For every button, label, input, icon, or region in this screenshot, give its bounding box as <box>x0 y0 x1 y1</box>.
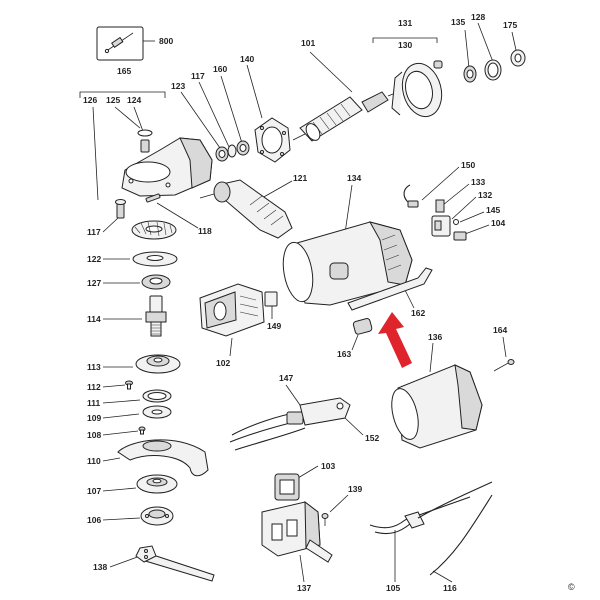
label-122: 122 <box>87 254 101 264</box>
part-101-armature <box>292 51 399 142</box>
part-111-ring <box>142 389 172 403</box>
label-165: 165 <box>117 66 131 76</box>
part-145-screw <box>453 219 459 225</box>
label-105: 105 <box>386 583 400 593</box>
label-163: 163 <box>337 349 351 359</box>
label-150: 150 <box>461 160 475 170</box>
label-114: 114 <box>87 314 101 324</box>
part-138-spanner <box>135 545 215 582</box>
part-bevel-gear <box>131 220 177 240</box>
label-160: 160 <box>213 64 227 74</box>
label-152: 152 <box>365 433 379 443</box>
label-118: 118 <box>198 226 212 236</box>
part-800-tool <box>96 26 155 61</box>
label-106: 106 <box>87 515 101 525</box>
label-109: 109 <box>87 413 101 423</box>
label-124: 124 <box>127 95 141 105</box>
label-111: 111 <box>87 398 101 408</box>
label-127: 127 <box>87 278 101 288</box>
part-160-bearing <box>236 140 250 156</box>
label-116: 116 <box>443 583 457 593</box>
part-110-wheel-guard <box>117 439 209 477</box>
part-104-carbon-brush <box>453 231 467 241</box>
label-139: 139 <box>348 484 362 494</box>
part-121-side-handle <box>199 179 293 239</box>
label-135: 135 <box>451 17 465 27</box>
part-149-clip <box>264 291 278 307</box>
label-149: 149 <box>267 321 281 331</box>
label-128: 128 <box>471 12 485 22</box>
part-117-bolt <box>115 199 126 219</box>
label-164: 164 <box>493 325 507 335</box>
label-117b: 117 <box>87 227 101 237</box>
part-137-switch-block <box>261 500 333 563</box>
part-112-screw <box>125 380 133 390</box>
copyright-mark: © <box>568 582 575 592</box>
part-134-motor-housing <box>282 221 413 306</box>
label-102: 102 <box>216 358 230 368</box>
part-116-power-cord <box>404 481 493 576</box>
part-150-spring-lead <box>403 184 419 208</box>
part-130-bearing-cover <box>391 60 443 118</box>
label-131: 131 <box>398 18 412 28</box>
part-108-screw <box>138 426 146 435</box>
part-127-bearing <box>141 274 171 290</box>
label-137: 137 <box>297 583 311 593</box>
label-132: 132 <box>478 190 492 200</box>
label-112: 112 <box>87 382 101 392</box>
part-109-lock-washer <box>142 405 172 419</box>
part-117-screw-small <box>227 144 237 158</box>
part-114-spindle <box>145 295 167 337</box>
part-140-flange <box>254 117 291 163</box>
part-102-field-coil <box>199 283 265 337</box>
label-138: 138 <box>93 562 107 572</box>
label-110: 110 <box>87 456 101 466</box>
part-164-screw <box>493 359 515 372</box>
label-107: 107 <box>87 486 101 496</box>
part-113-bearing-plate <box>135 354 181 374</box>
label-113: 113 <box>87 362 101 372</box>
label-101: 101 <box>301 38 315 48</box>
part-106-flange-nut <box>140 506 174 526</box>
part-147-switch-wiring <box>229 397 351 451</box>
label-130: 130 <box>398 40 412 50</box>
label-162: 162 <box>411 308 425 318</box>
part-133-brush-holder <box>431 199 451 237</box>
label-147: 147 <box>279 373 293 383</box>
label-134: 134 <box>347 173 361 183</box>
part-103-capacitor <box>274 473 300 501</box>
label-133: 133 <box>471 177 485 187</box>
label-104: 104 <box>491 218 505 228</box>
label-123: 123 <box>171 81 185 91</box>
label-145: 145 <box>486 205 500 215</box>
label-108: 108 <box>87 430 101 440</box>
part-107-flange <box>136 474 178 494</box>
part-135-bearing <box>463 65 477 83</box>
part-162-switch-rod <box>347 267 433 311</box>
label-103: 103 <box>321 461 335 471</box>
part-175-washer <box>510 49 526 67</box>
part-123-bearing <box>215 146 229 162</box>
part-128-ring <box>484 59 502 81</box>
red-arrow-indicator <box>378 312 412 368</box>
label-800: 800 <box>159 36 173 46</box>
part-118-screw <box>145 193 161 203</box>
label-136: 136 <box>428 332 442 342</box>
label-117a: 117 <box>191 71 205 81</box>
label-121: 121 <box>293 173 307 183</box>
part-139-screw <box>321 513 329 526</box>
part-163-button <box>352 318 373 335</box>
label-140: 140 <box>240 54 254 64</box>
label-125: 125 <box>106 95 120 105</box>
part-122-washer <box>132 251 178 267</box>
part-136-rear-housing <box>391 364 483 449</box>
label-175: 175 <box>503 20 517 30</box>
label-126: 126 <box>83 95 97 105</box>
part-126-gear-housing <box>121 129 213 197</box>
